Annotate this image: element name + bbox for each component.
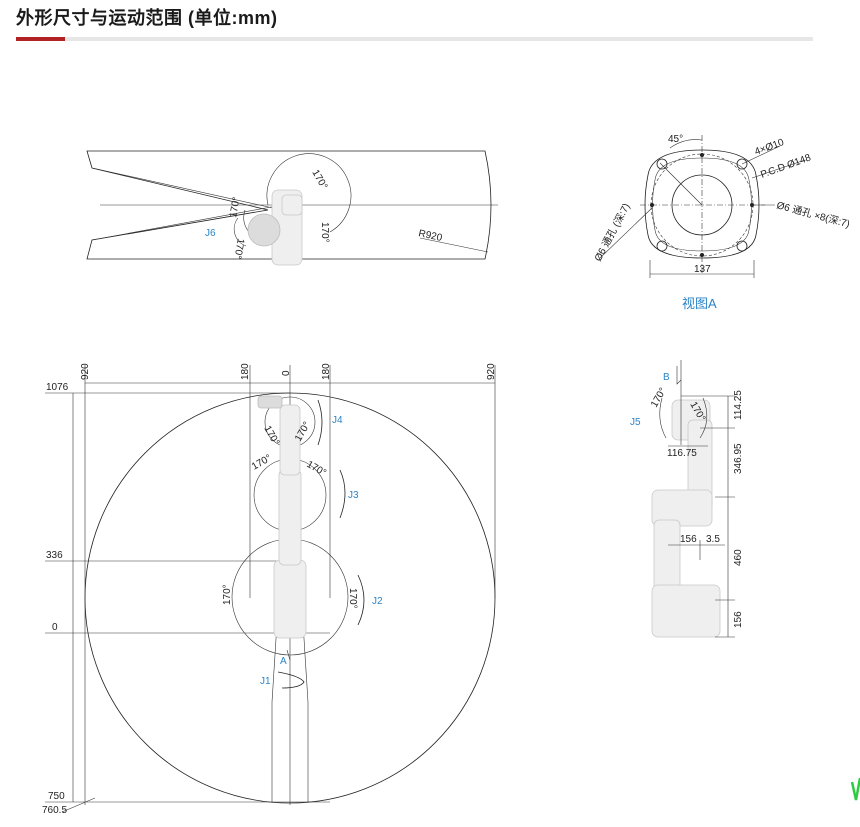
- front-view-top-dim-920-left: 920: [80, 363, 91, 380]
- top-view-sweep-line-1: [91, 167, 283, 211]
- top-view-workspace-outline: [86, 150, 492, 260]
- front-view-left-dim-336: 336: [46, 550, 63, 561]
- front-view-j3-label: J3: [348, 490, 359, 501]
- top-view-robot-flange: [247, 213, 281, 247]
- view-a-hole-tr: [736, 158, 748, 170]
- side-view-j5-label: J5: [630, 417, 641, 428]
- view-a-thread-right-label: Ø6 通孔 ×8(深:7): [775, 199, 851, 230]
- side-view-angle-left: 170°: [649, 386, 669, 409]
- side-view-robot-elbow: [651, 489, 713, 527]
- top-view: R920 J6 170° 170° 170° 170°: [86, 150, 498, 266]
- front-view-j4-label: J4: [332, 415, 343, 426]
- front-view-j1-label: J1: [260, 676, 271, 687]
- view-a-thread-left-leader: [599, 207, 653, 259]
- front-view-robot-wrist: [257, 395, 283, 409]
- front-view-top-dim-920-right: 920: [486, 363, 497, 380]
- view-a-thread-left: [650, 203, 654, 207]
- front-view-robot-arm: [278, 469, 302, 566]
- side-view-dim-460: 460: [733, 549, 744, 566]
- side-view-robot-base: [651, 584, 721, 638]
- view-a-pcd-label: P.C.D Ø148: [759, 152, 813, 180]
- top-view-j6-rotation-arrow: [233, 217, 247, 247]
- view-a-thread-top: [700, 153, 704, 157]
- front-view-dim-760-leader: [61, 797, 96, 813]
- front-view-left-dim-1076: 1076: [46, 382, 69, 393]
- top-view-angle-3: 170°: [228, 196, 242, 218]
- side-view-robot-arm: [653, 519, 681, 591]
- side-view-marker-b-arrow: [676, 366, 682, 385]
- view-a-angle-label: 45°: [668, 134, 683, 145]
- side-view-marker-b: B: [663, 372, 670, 383]
- front-view-left-dim-760-5: 760.5: [42, 805, 67, 816]
- view-a-holes-label: 4×Ø10: [753, 137, 786, 158]
- view-a-45-arc: [669, 139, 703, 149]
- front-view-top-dim-180-right: 180: [321, 363, 332, 380]
- view-a-hole-tl: [656, 158, 668, 170]
- top-view-angle-1: 170°: [309, 168, 329, 191]
- side-view-j5-arc: [659, 397, 667, 439]
- side-view-dim-116-75: 116.75: [667, 448, 697, 459]
- view-a-thread-bottom: [700, 253, 704, 257]
- side-view-dim-346-95: 346.95: [733, 443, 744, 474]
- top-view-j6-label: J6: [205, 228, 216, 239]
- front-view-j4-arrow: [317, 399, 323, 446]
- front-view-j2-label: J2: [372, 596, 383, 607]
- top-view-radius-label: R920: [417, 228, 443, 244]
- side-view-j5-arc-right: [699, 397, 708, 439]
- side-view: B J5 170° 170° 114.25 116.75 346.95 156 …: [630, 360, 744, 638]
- front-view-marker-a: A: [280, 656, 287, 667]
- front-view-top-dim-0: 0: [281, 370, 292, 376]
- view-a-width-label: 137: [694, 264, 711, 275]
- top-view-joint-arc: [266, 153, 352, 233]
- view-a-caption: 视图A: [682, 296, 717, 311]
- front-view-angle-j3-left: 170°: [250, 453, 273, 473]
- view-a-pcd-leader: [751, 159, 806, 179]
- front-view-j3-arrow: [339, 469, 346, 519]
- view-a-holes-leader: [741, 145, 781, 165]
- view-a-hole-br: [736, 240, 748, 252]
- corner-check-mark: [850, 777, 860, 801]
- side-view-dim-156-a: 156: [680, 534, 697, 545]
- side-view-dim-3-5: 3.5: [706, 534, 720, 545]
- front-view-j2-arrow: [357, 574, 365, 626]
- title-accent-bar: [16, 37, 65, 41]
- top-view-radius-leader: [419, 237, 489, 253]
- front-view-top-dim-180-left: 180: [240, 363, 251, 380]
- front-view: 920 180 0 180 920 1076 336 0 750 760.5 J…: [42, 363, 497, 816]
- top-view-sweep-line-2: [91, 204, 283, 241]
- front-view-left-dim-0: 0: [52, 622, 58, 633]
- front-view-robot-forearm: [279, 404, 301, 476]
- top-view-angle-4: 170°: [231, 237, 245, 259]
- front-view-angle-j2-right: 170°: [347, 588, 358, 609]
- view-a: 45° 4×Ø10 P.C.D Ø148 Ø6 通孔 ×8(深:7) Ø6 通孔…: [592, 134, 851, 311]
- front-view-left-dim-750: 750: [48, 791, 65, 802]
- front-view-angle-j3-right: 170°: [305, 459, 328, 479]
- front-view-marker-a-arrow: [286, 649, 291, 661]
- top-view-angle-2: 170°: [319, 222, 330, 243]
- front-view-robot-base: [273, 559, 307, 639]
- front-view-angle-j2-left: 170°: [222, 584, 233, 605]
- side-view-dim-114-25: 114.25: [733, 390, 744, 420]
- side-view-dim-156-b: 156: [733, 611, 744, 628]
- front-view-j1-arrow: [277, 671, 305, 689]
- page-title: 外形尺寸与运动范围 (单位:mm): [16, 8, 278, 28]
- view-a-hole-bl: [656, 240, 668, 252]
- view-a-45-line: [659, 162, 703, 206]
- top-view-robot-joint: [281, 194, 303, 216]
- title-rule: [16, 37, 813, 41]
